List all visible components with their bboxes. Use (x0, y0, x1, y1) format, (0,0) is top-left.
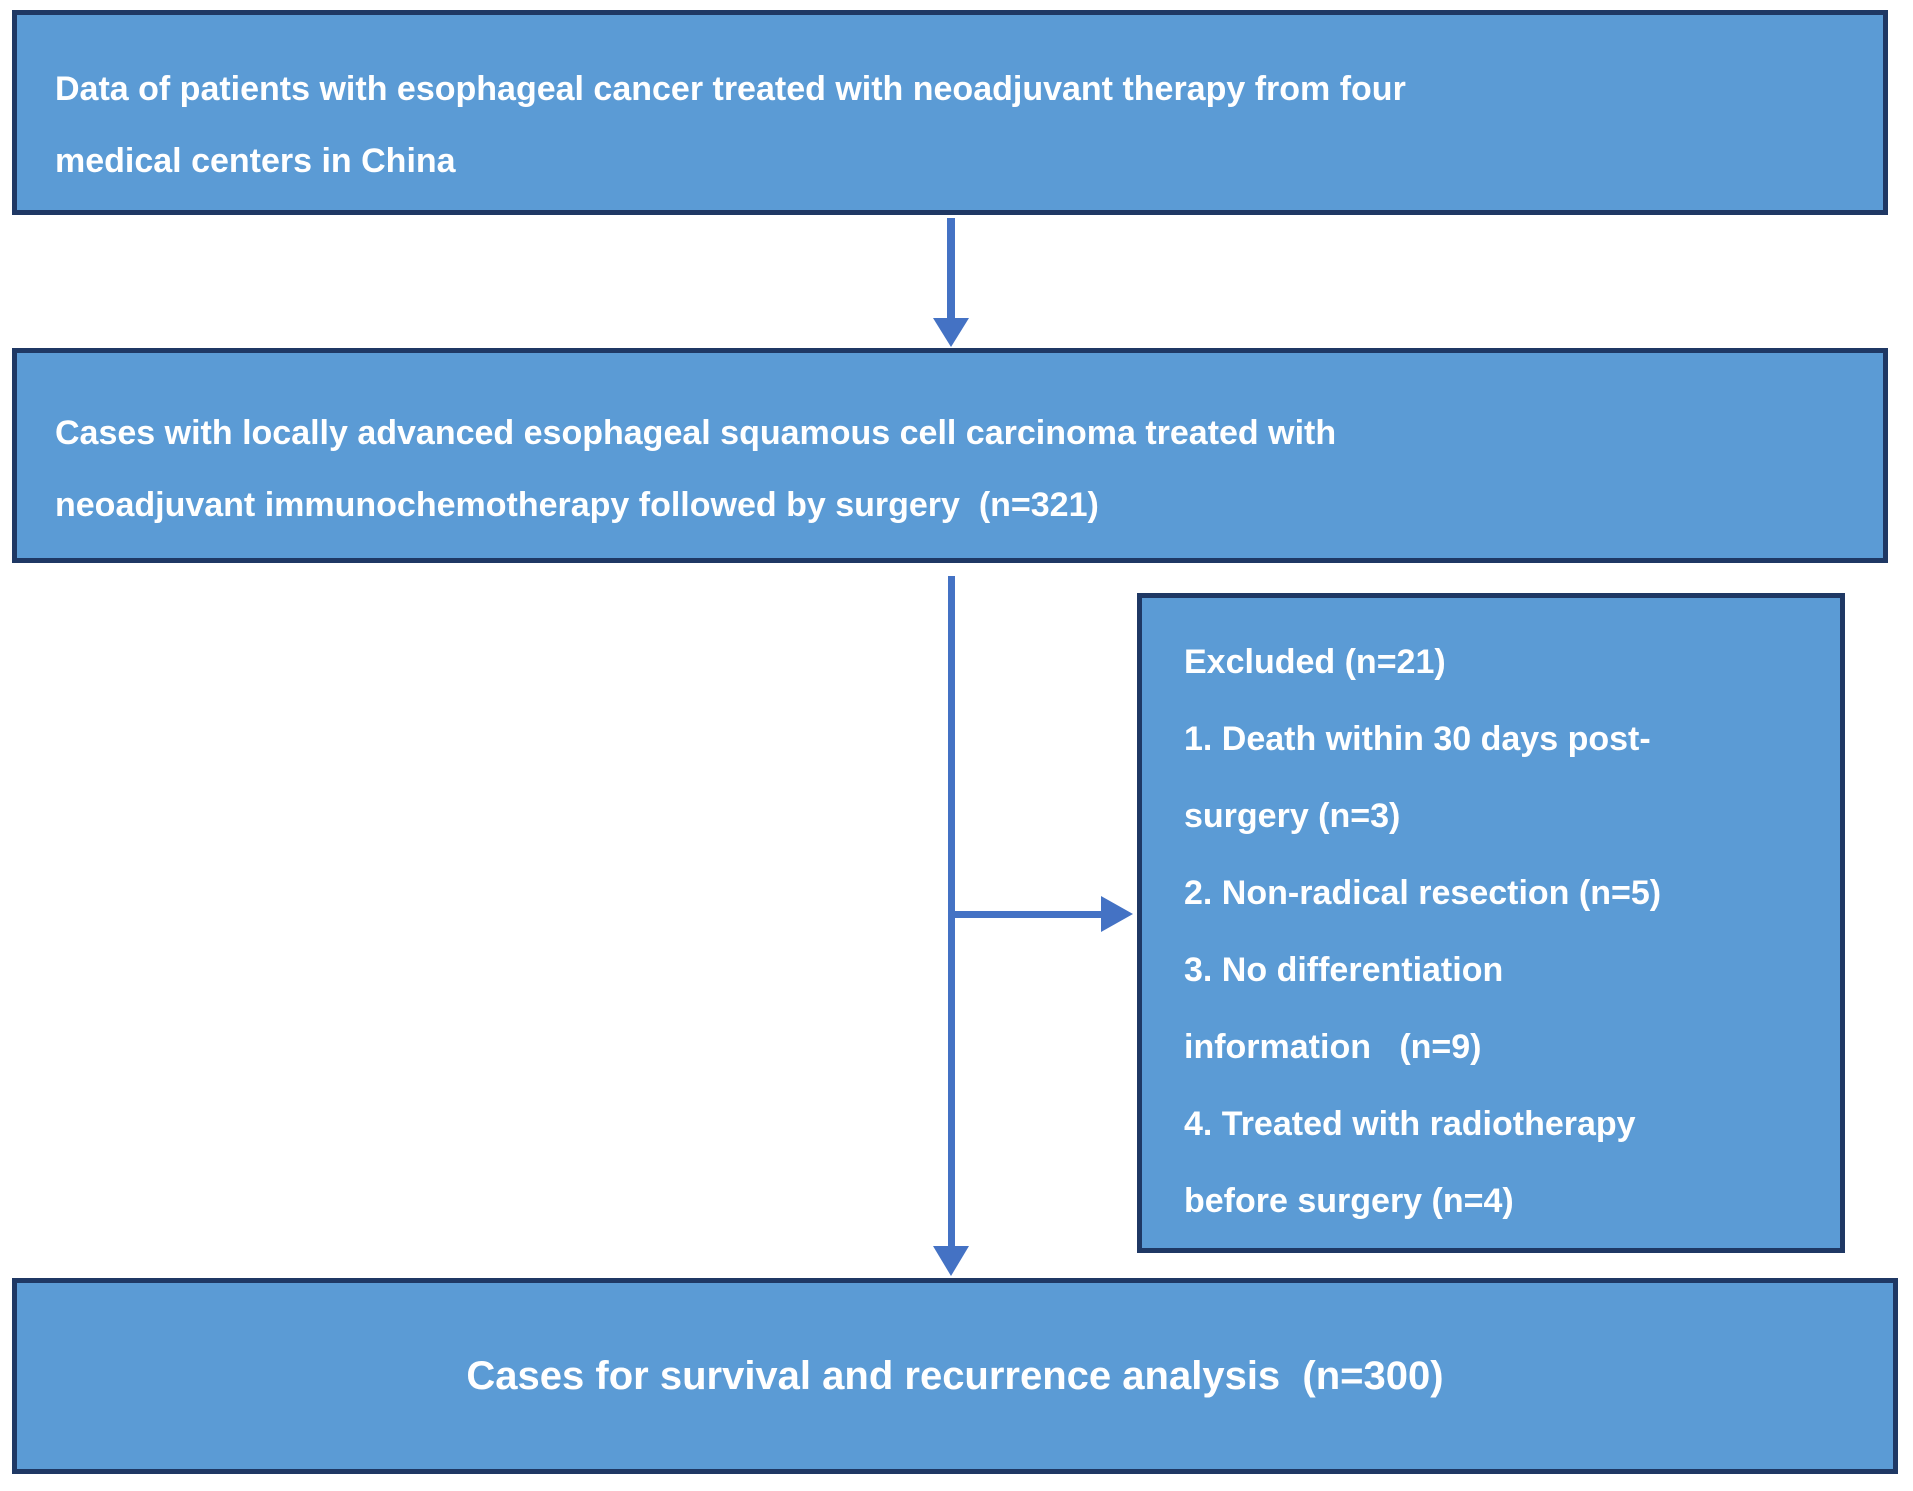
arrow-right-icon (1101, 896, 1133, 932)
box-final-analysis: Cases for survival and recurrence analys… (12, 1278, 1898, 1474)
arrow-down-icon (933, 1246, 969, 1276)
excluded-item-line: 3. No differentiation (1184, 951, 1504, 989)
arrow-branch-to-excluded-shaft (951, 911, 1103, 918)
box-excluded: Excluded (n=21) 1. Death within 30 days … (1137, 593, 1845, 1253)
cohort-text-line: Cases with locally advanced esophageal s… (55, 414, 1337, 452)
excluded-item-line: 2. Non-radical resection (n=5) (1184, 874, 1662, 912)
box-cohort: Cases with locally advanced esophageal s… (12, 348, 1888, 563)
excluded-item-line: 4. Treated with radiotherapy (1184, 1105, 1636, 1143)
box-source-data: Data of patients with esophageal cancer … (12, 10, 1888, 215)
cohort-text-line: neoadjuvant immunochemotherapy followed … (55, 486, 1099, 524)
source-text-line: Data of patients with esophageal cancer … (55, 70, 1406, 108)
source-text-line: medical centers in China (55, 142, 456, 180)
excluded-item-line: surgery (n=3) (1184, 797, 1401, 835)
arrow-down-icon (933, 318, 969, 347)
excluded-item-line: 1. Death within 30 days post- (1184, 720, 1651, 758)
excluded-item-line: before surgery (n=4) (1184, 1182, 1514, 1220)
final-text-line: Cases for survival and recurrence analys… (466, 1353, 1444, 1398)
excluded-item-line: information (n=9) (1184, 1028, 1482, 1066)
arrow-source-to-cohort-shaft (947, 218, 955, 320)
excluded-title: Excluded (n=21) (1184, 643, 1446, 681)
